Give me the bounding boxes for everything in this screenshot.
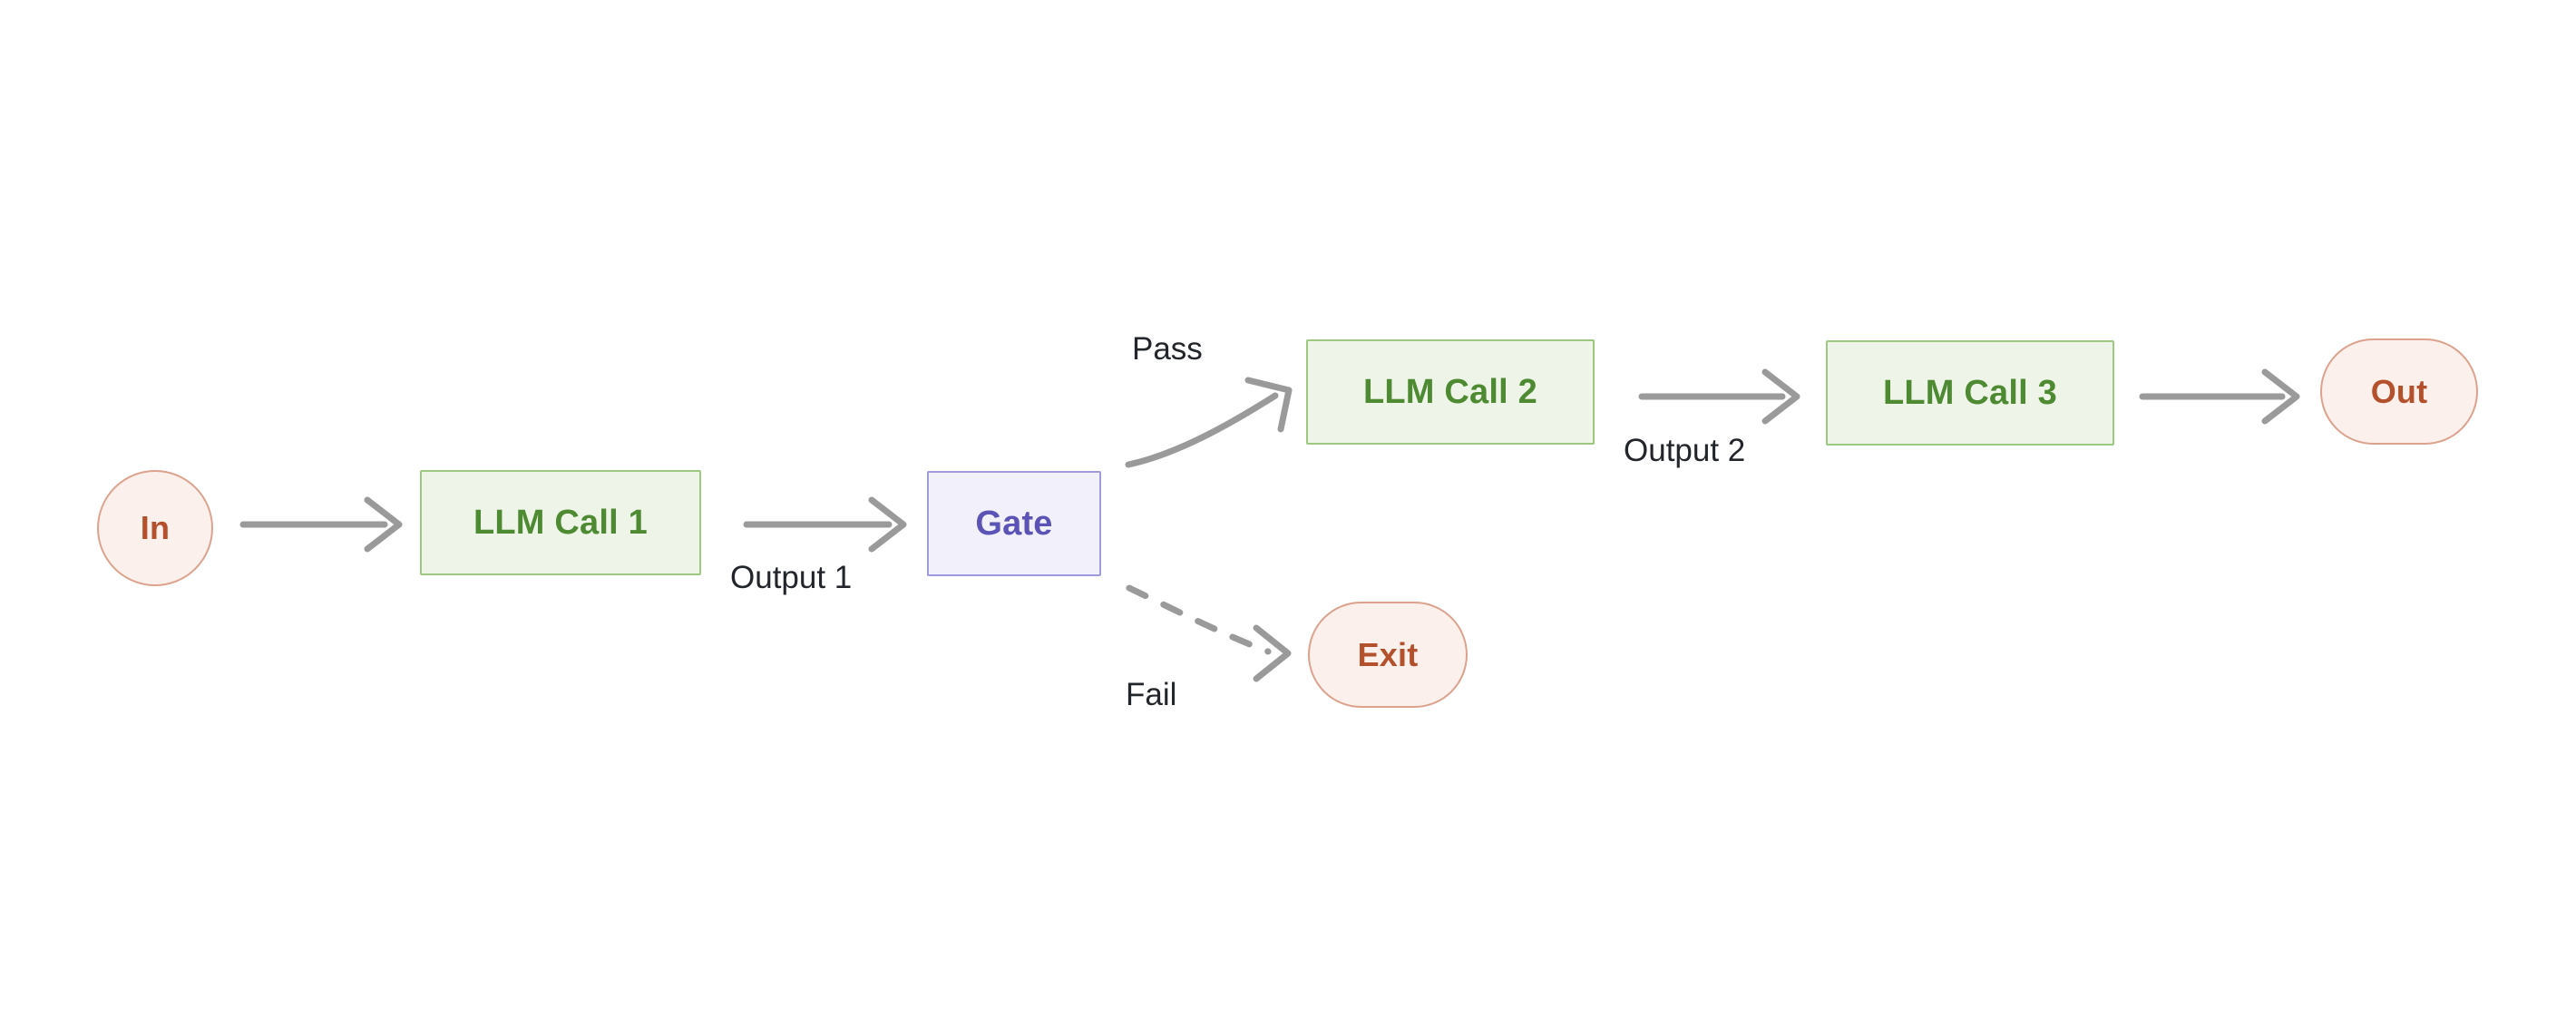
node-llm-call-2[interactable]: LLM Call 2 bbox=[1306, 339, 1595, 445]
node-llm-call-1[interactable]: LLM Call 1 bbox=[420, 470, 701, 575]
node-llm-call-2-label: LLM Call 2 bbox=[1362, 373, 1538, 411]
node-llm-call-3[interactable]: LLM Call 3 bbox=[1826, 340, 2114, 446]
node-out[interactable]: Out bbox=[2320, 338, 2478, 445]
edge-in-to-llm-call-1 bbox=[239, 496, 403, 553]
edge-label-fail: Fail bbox=[1126, 677, 1177, 712]
edge-llm-call-3-to-out bbox=[2139, 368, 2300, 425]
node-gate-label: Gate bbox=[975, 505, 1053, 543]
edge-gate-to-exit-fail bbox=[1126, 584, 1292, 682]
edge-gate-to-llm-call-2-pass bbox=[1125, 377, 1293, 468]
node-in[interactable]: In bbox=[97, 470, 213, 586]
node-exit[interactable]: Exit bbox=[1308, 602, 1468, 708]
edge-label-output-2: Output 2 bbox=[1624, 433, 1746, 468]
edge-label-output-1: Output 1 bbox=[730, 560, 853, 595]
node-exit-label: Exit bbox=[1357, 635, 1419, 673]
node-llm-call-3-label: LLM Call 3 bbox=[1882, 374, 2058, 412]
node-llm-call-1-label: LLM Call 1 bbox=[473, 504, 649, 542]
node-out-label: Out bbox=[2370, 372, 2428, 410]
edge-llm-call-1-to-gate bbox=[743, 496, 907, 553]
node-in-label: In bbox=[140, 509, 171, 546]
node-gate[interactable]: Gate bbox=[927, 471, 1101, 576]
edge-label-pass: Pass bbox=[1132, 331, 1203, 367]
edge-llm-call-2-to-llm-call-3 bbox=[1638, 368, 1800, 425]
